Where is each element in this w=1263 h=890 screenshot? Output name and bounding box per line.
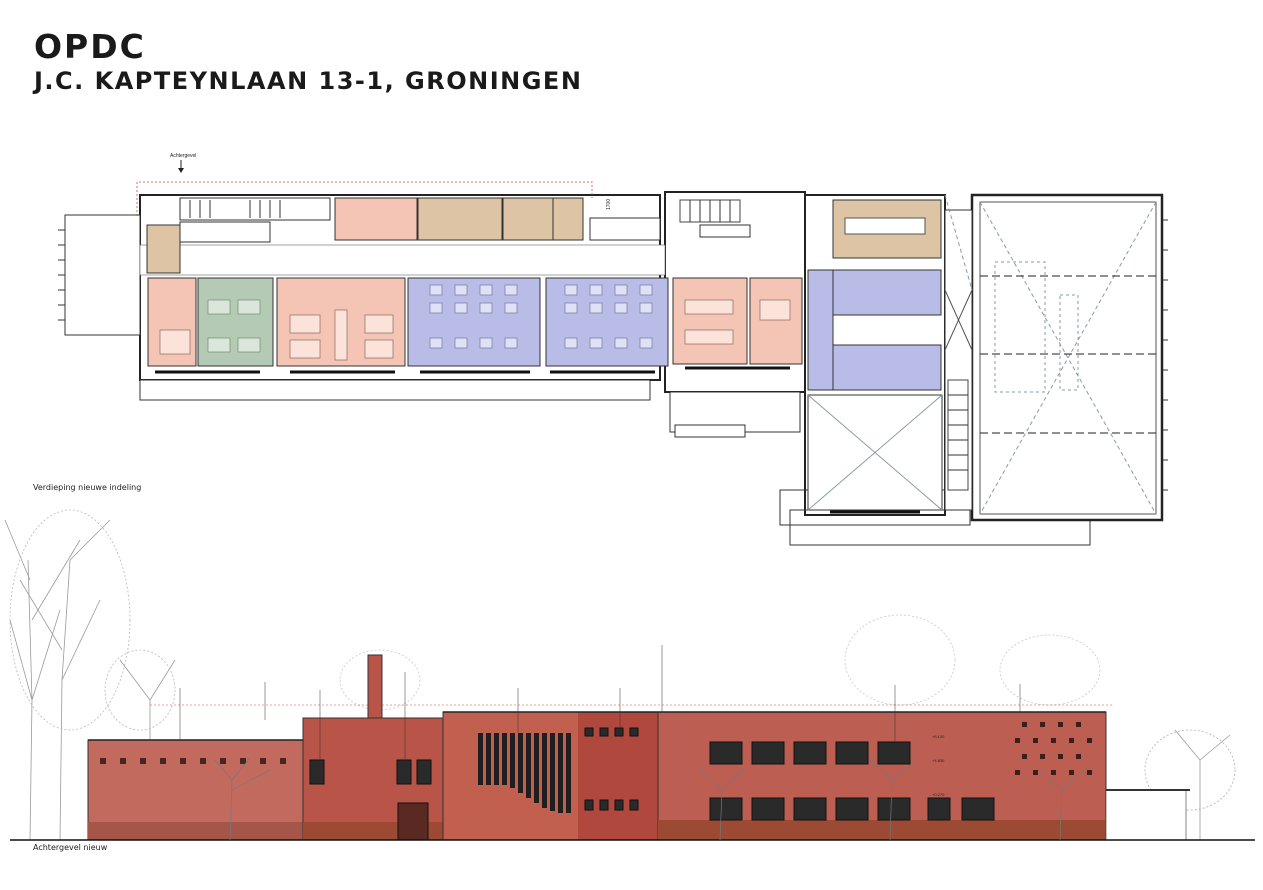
plan-dimension: 1700 xyxy=(606,199,612,210)
level-label-top: +8.120 xyxy=(932,734,945,739)
elevation-windows xyxy=(309,727,995,841)
room-blue-4 xyxy=(832,344,942,391)
curtain-wall xyxy=(478,733,571,813)
plan-left-annex xyxy=(64,214,141,336)
elevation: +8.120 +4.830 +0.270 xyxy=(4,509,1255,841)
room-green-1 xyxy=(197,277,274,367)
room-blue-1 xyxy=(407,277,541,367)
plan-caption: Verdieping nieuwe indeling xyxy=(33,483,142,492)
room-pink-3 xyxy=(672,277,748,365)
room-pink-4 xyxy=(749,277,803,365)
plan-hall xyxy=(970,193,1164,522)
room-tan-top-2 xyxy=(502,197,554,241)
tree-background xyxy=(4,509,1236,841)
floor-plan xyxy=(58,160,1168,546)
page-subtitle: J.C. KAPTEYNLAAN 13-1, GRONINGEN xyxy=(34,67,583,95)
achtergevel-label: Achtergevel xyxy=(170,153,196,159)
level-label-mid: +4.830 xyxy=(932,758,945,763)
room-tan-top-3 xyxy=(552,197,584,241)
level-label-low: +0.270 xyxy=(932,792,945,797)
room-pink-top-1 xyxy=(334,197,418,241)
elevation-caption: Achtergevel nieuw xyxy=(33,843,108,852)
room-tan-top-left xyxy=(146,224,181,274)
room-blue-3 xyxy=(832,269,942,316)
room-tan-top-1 xyxy=(417,197,503,241)
vent-pattern xyxy=(1015,722,1092,775)
page-title: OPDC xyxy=(34,27,146,66)
